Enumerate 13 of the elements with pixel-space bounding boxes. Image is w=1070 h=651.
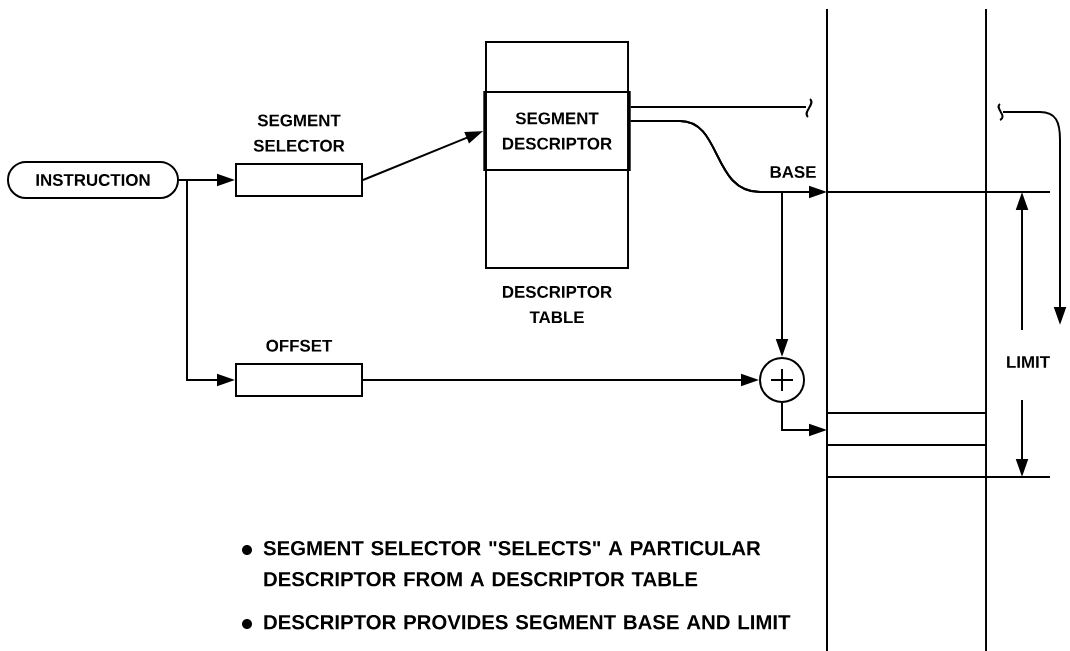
adder-circle xyxy=(759,357,805,403)
table-row: SEGMENT DESCRIPTOR xyxy=(483,91,631,171)
register-box: OFFSET xyxy=(235,339,363,397)
register-box: SEGMENT SELECTOR xyxy=(235,114,363,197)
edge-label: BASE xyxy=(770,166,816,178)
dimension-label: LIMIT xyxy=(1007,356,1050,368)
node-label: SEGMENT SELECTOR xyxy=(253,114,345,152)
instruction-box: INSTRUCTION xyxy=(7,161,179,199)
bullet-text: DESCRIPTOR PROVIDES SEGMENT BASE AND LIMIT xyxy=(264,615,791,630)
bullet-text: SEGMENT SELECTOR "SELECTS" A PARTICULAR DESCRIPTOR FROM A DESCRIPTOR TABLE xyxy=(263,541,761,587)
memory-column xyxy=(826,7,987,651)
node-label: DESCRIPTOR TABLE xyxy=(502,285,612,324)
node-label: OFFSET xyxy=(266,339,333,352)
